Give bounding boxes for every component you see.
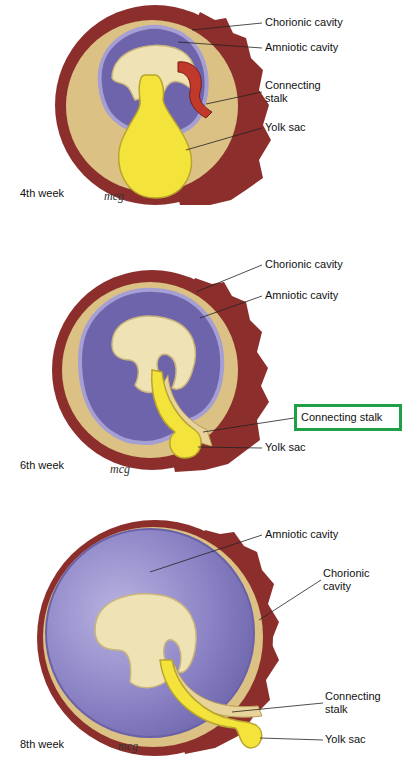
week4-panel [55,5,271,205]
chorionic-cavity [43,527,263,747]
part-label: Chorionic cavity [323,567,383,593]
amniotic-cavity [80,290,222,443]
leader-line [150,535,262,572]
highlight-box: Connecting stalk [294,404,402,431]
leader-line [198,447,262,448]
leader-line [203,418,294,432]
part-label: Connecting stalk [325,690,387,716]
leader-line [260,738,323,740]
artist-signature: mcg [104,190,144,203]
leader-line [196,265,262,292]
part-label: Amniotic cavity [265,528,415,541]
artist-signature: mcg [118,740,158,753]
leader-line [206,92,262,104]
chorionic-cavity [62,282,238,458]
part-label: Yolk sac [265,441,415,454]
stage-label: 6th week [20,459,110,472]
part-label: Chorionic cavity [265,258,415,271]
highlighted-label: Connecting stalk [301,411,382,424]
part-label: Amniotic cavity [265,41,415,54]
part-label: Chorionic cavity [265,16,415,29]
stage-label: 8th week [20,738,110,751]
yolk-sac [160,660,262,748]
part-label: Yolk sac [325,733,415,746]
leader-line [259,580,321,620]
connecting-stalk [178,62,212,118]
part-label: Amniotic cavity [265,289,415,302]
yolk-sac [152,370,201,458]
week6-panel [52,265,294,472]
yolk-sac [119,75,192,198]
part-label: Yolk sac [265,121,415,134]
week8-panel [37,520,323,756]
artist-signature: mcg [110,463,150,476]
part-label: Connecting stalk [265,79,327,105]
embryo [95,594,196,688]
leader-line [232,703,323,712]
leader-line [200,296,262,318]
stage-label: 4th week [20,187,110,200]
leader-line [186,128,262,150]
leader-line [178,42,262,48]
leader-line [192,23,262,30]
